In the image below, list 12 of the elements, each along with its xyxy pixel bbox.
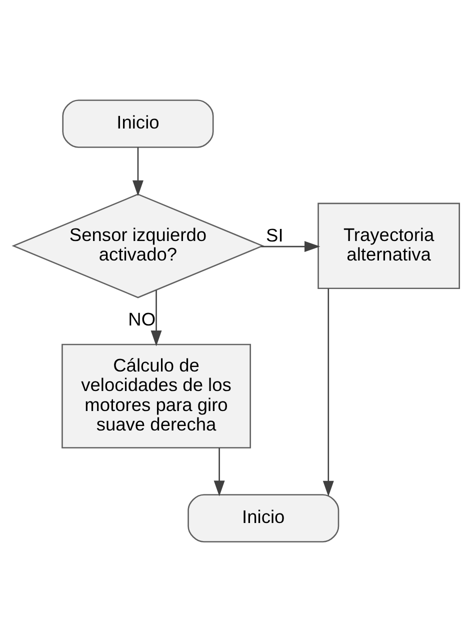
arrow — [322, 288, 334, 497]
edge-label: SI — [266, 224, 284, 246]
arrow — [132, 147, 144, 196]
node-box: Trayectoria alternativa — [318, 202, 460, 289]
arrow — [214, 448, 225, 496]
node-box: Cálculo de velocidades de los motores para giro suave derecha — [62, 344, 251, 448]
node-box: Inicio — [62, 100, 214, 148]
node-box: Inicio — [188, 494, 340, 542]
arrow — [261, 241, 320, 252]
node-diamond: Sensor izquierdo activado? — [12, 194, 264, 298]
arrow — [150, 290, 162, 346]
edge-label: NO — [128, 308, 156, 330]
